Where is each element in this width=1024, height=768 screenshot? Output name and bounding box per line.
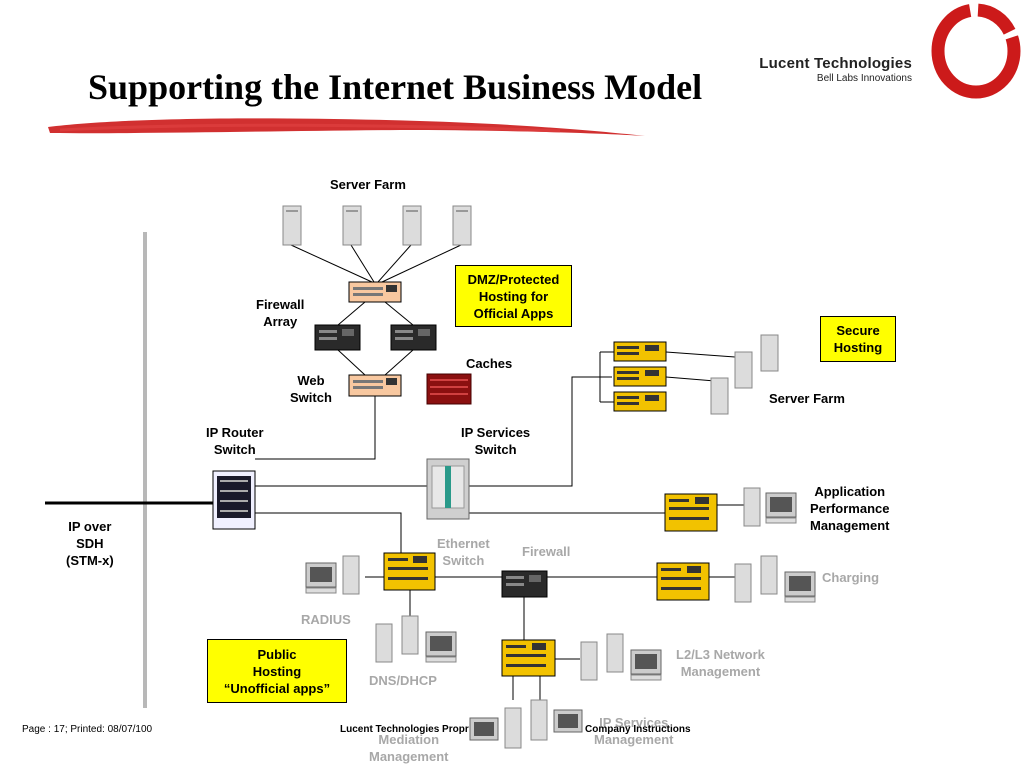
label-firewall-array: Firewall Array [256,297,305,329]
label-ip-services-management: IP Services Management [594,715,674,747]
secure-hosting-server [613,391,667,412]
app-perf-workstation [743,487,797,527]
l2l3-device [501,639,556,677]
charging-device [656,562,710,601]
label-radius: RADIUS [301,612,351,627]
brand-name: Lucent Technologies [759,55,912,72]
secure-hosting-box: Secure Hosting [820,316,896,362]
brand: Lucent Technologies Bell Labs Innovation… [759,55,912,84]
ip-router-switch [212,470,256,530]
footer-page-info: Page : 17; Printed: 08/07/100 [22,724,153,735]
title-underline-swoosh [48,118,645,136]
label-caches: Caches [466,356,513,371]
server-farm-top-towers [282,205,472,246]
label-web-switch: Web Switch [290,373,332,405]
title-underline-swoosh-2 [59,123,561,133]
firewall-unit [314,324,361,351]
secure-hosting-server [613,341,667,362]
label-mediation-management: Mediation Management [369,732,449,764]
label-ip-over-sdh: IP over SDH (STM-x) [66,519,114,568]
footer-company: Lucent Technologies Propr [340,724,469,735]
label-ethernet-switch: Ethernet Switch [437,536,490,568]
dmz-switch [348,281,402,303]
ethernet-switch-device [383,552,436,591]
public-hosting-box: Public Hosting “Unofficial apps” [207,639,347,703]
dns-workstation [375,615,457,663]
server-tower [342,205,362,246]
label-charging: Charging [822,570,880,585]
l2l3-workstation [580,633,662,681]
web-switch [348,374,402,397]
lucent-ring-logo [931,3,1021,99]
firewall-device [501,570,548,598]
server-farm-right-towers [710,334,779,415]
page-title: Supporting the Internet Business Model [88,67,703,107]
ip-services-switch [426,458,470,520]
secure-hosting-server [613,366,667,387]
cache-unit [426,373,472,405]
server-tower [402,205,422,246]
mediation-workstation [469,699,583,749]
label-application-performance: Application Performance Management [810,484,890,533]
network-edge-bar [143,232,147,708]
label-server-farm-top: Server Farm [330,177,406,192]
brand-tagline: Bell Labs Innovations [816,73,912,84]
server-tower [282,205,302,246]
connection-lines [255,244,744,700]
charging-workstation [734,555,816,603]
server-tower [452,205,472,246]
firewall-unit [390,324,437,351]
radius-workstation [305,555,360,595]
label-l2l3-management: L2/L3 Network Management [676,647,765,679]
label-server-farm-right: Server Farm [769,391,845,406]
footer-company-instructions: Company Instructions [585,724,691,735]
label-firewall: Firewall [522,544,571,559]
app-perf-device [664,493,718,532]
dmz-hosting-box: DMZ/Protected Hosting for Official Apps [455,265,572,327]
label-dns-dhcp: DNS/DHCP [369,673,437,688]
label-ip-router-switch: IP Router Switch [206,425,264,457]
label-ip-services-switch: IP Services Switch [461,425,531,457]
